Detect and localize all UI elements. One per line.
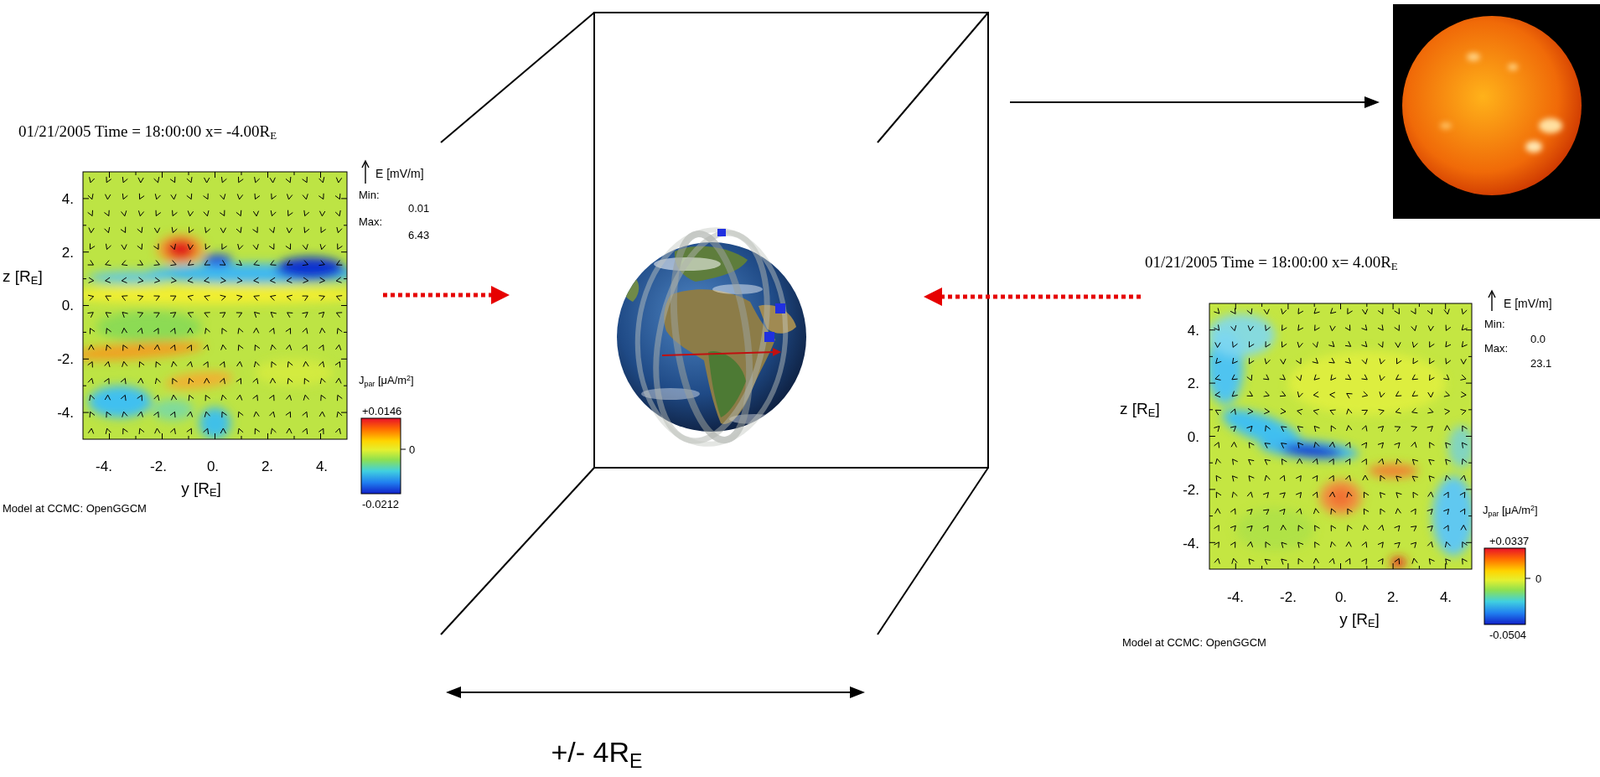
axis-tick: 2.	[1187, 376, 1200, 391]
heatmap-blob	[275, 256, 345, 280]
axis-tick: -4.	[1182, 536, 1200, 551]
axis-tick: -4.	[1227, 590, 1244, 605]
heatmap-blob	[88, 385, 152, 418]
legend-label: E [mV/m]	[1503, 297, 1553, 310]
axis-label: y [RE]	[181, 480, 222, 500]
axis-tick: -2.	[150, 459, 167, 474]
heatmap-blobs	[82, 234, 347, 440]
axis-tick: 0.	[1187, 429, 1200, 445]
sun-direction-arrow	[1009, 96, 1380, 109]
colorbar-label: Jpar [μA/m2]	[1482, 504, 1538, 518]
axis-tick: 2.	[1387, 590, 1399, 605]
heatmap-blob	[82, 337, 205, 364]
field-arrows	[1213, 308, 1467, 565]
axis-tick: 0.	[1335, 590, 1347, 605]
dimension-label: +/- 4RE	[551, 737, 643, 772]
axis-tick: 0.	[62, 298, 74, 313]
axis-tick: -4.	[56, 405, 74, 420]
heatmap-blob	[151, 398, 194, 421]
legend-label: E [mV/m]	[375, 167, 425, 180]
colorbar-value: 0	[409, 444, 415, 456]
heatmap-blob	[82, 285, 347, 305]
legend-value: 0.01	[408, 202, 430, 214]
legend-value: 23.1	[1530, 357, 1552, 369]
axis-tick: -4.	[95, 459, 113, 474]
heatmap-blob	[88, 270, 173, 285]
colorbar-value: -0.0212	[362, 498, 399, 510]
axis-tick: -2.	[1279, 590, 1297, 605]
axis-tick: 4.	[1187, 323, 1200, 338]
plot-title: 01/21/2005 Time = 18:00:00 x= 4.00RE	[1144, 253, 1399, 274]
legend-label: Max:	[1484, 342, 1508, 354]
axis-tick: 4.	[62, 191, 74, 207]
colorbar-label: Jpar [μA/m2]	[358, 374, 415, 388]
axis-tick: 4.	[315, 459, 328, 474]
field-arrows	[88, 176, 343, 435]
axis-label: z [RE]	[1119, 400, 1160, 420]
axis-tick: 4.	[1439, 590, 1452, 605]
dimension-arrow	[445, 686, 865, 699]
axis-label: z [RE]	[2, 268, 43, 288]
plot-frame	[1209, 303, 1472, 570]
model-credit: Model at CCMC: OpenGGCM	[2, 502, 147, 514]
legend-value: 6.43	[408, 229, 430, 241]
colorbar-value: 0	[1535, 573, 1542, 585]
plot-frame	[82, 171, 347, 440]
heatmap-blob	[1209, 314, 1275, 358]
red-dotted-arrow	[383, 285, 1141, 306]
axis-ticks	[82, 171, 347, 440]
heatmap-blob	[1281, 442, 1343, 460]
field-plot	[56, 171, 374, 440]
heatmap-blob	[96, 310, 202, 343]
field-plot	[1206, 303, 1475, 570]
axis-tick: 2.	[62, 245, 74, 260]
heatmap-blob	[1448, 425, 1472, 469]
cube-outline	[440, 12, 989, 635]
axis-ticks	[1209, 303, 1472, 570]
colorbar-value: -0.0504	[1489, 629, 1527, 641]
colorbar-value: +0.0337	[1489, 535, 1529, 547]
e-field-arrow-key	[362, 160, 1496, 311]
plot-title: 01/21/2005 Time = 18:00:00 x= -4.00RE	[18, 123, 277, 143]
heatmap-blob	[165, 238, 196, 259]
legend-label: Min:	[1484, 318, 1506, 330]
heatmap-blob	[156, 234, 205, 265]
heatmap-blob	[1319, 480, 1362, 515]
heatmap	[82, 171, 347, 440]
legend-value: 0.0	[1530, 333, 1546, 345]
axis-tick: 2.	[261, 459, 274, 474]
heatmap-blobs	[1209, 314, 1472, 569]
legend-label: Max:	[358, 216, 383, 228]
earth	[616, 222, 807, 451]
axis-tick: 0.	[207, 459, 219, 474]
heatmap	[1209, 303, 1472, 570]
heatmap-blob	[1367, 464, 1418, 478]
heatmap-blob	[1330, 487, 1352, 507]
legend-label: Min:	[358, 189, 380, 201]
axis-tick: -2.	[1182, 482, 1200, 498]
axis-tick: -2.	[56, 352, 74, 367]
heatmap-ground	[82, 171, 347, 440]
sun-image	[1392, 4, 1600, 219]
model-credit: Model at CCMC: OpenGGCM	[1122, 636, 1267, 648]
colorbar-value: +0.0146	[362, 405, 402, 417]
heatmap-blob	[1258, 435, 1360, 463]
axis-label: y [RE]	[1339, 611, 1380, 631]
